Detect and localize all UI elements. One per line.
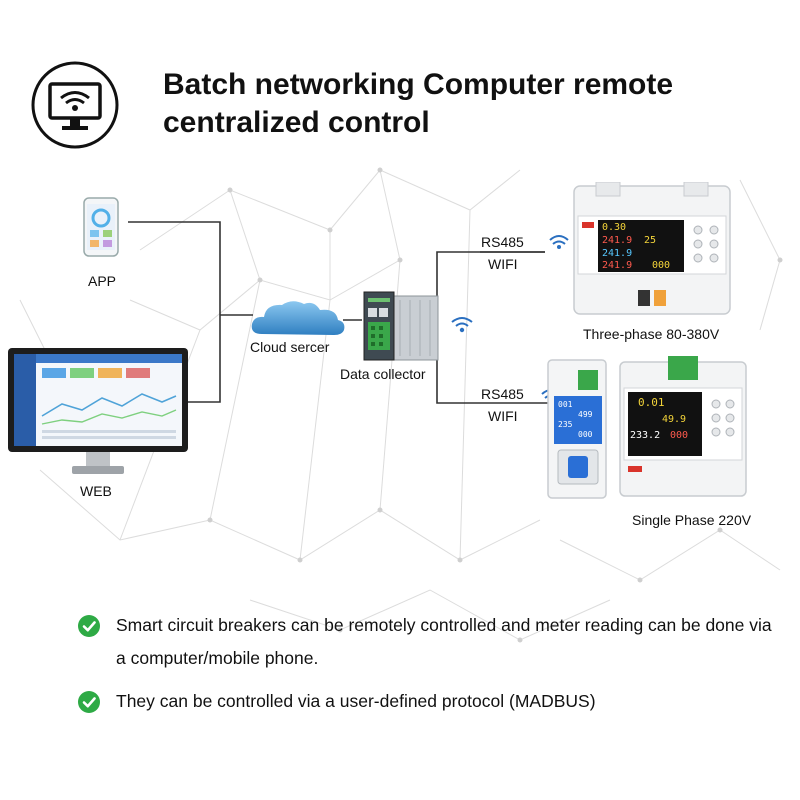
link-top-protocol: RS485 [481, 234, 524, 250]
check-icon [78, 691, 100, 713]
breaker-reading: 235 [558, 420, 573, 429]
wifi-icon [549, 235, 569, 249]
link-top-wireless: WIFI [488, 256, 518, 272]
meter-reading: 25 [644, 235, 657, 246]
single-phase-meter: 0.01 49.9 233.2 000 [616, 356, 750, 502]
breaker-reading: 001 [558, 400, 573, 409]
bullet-text: Smart circuit breakers can be remotely c… [116, 615, 772, 668]
page-title: Batch networking Computer remote central… [163, 68, 674, 139]
meter-reading: 49.9 [662, 414, 687, 425]
meter-reading: 0.01 [638, 396, 665, 409]
meter-reading: 241.9 [602, 260, 633, 271]
link-bottom-wireless: WIFI [488, 408, 518, 424]
desktop-monitor-icon [8, 348, 188, 474]
web-label: WEB [80, 483, 112, 499]
data-collector-icon [363, 291, 439, 361]
app-label: APP [88, 273, 117, 289]
data-collector-label: Data collector [340, 366, 426, 382]
breaker-reading: 499 [578, 410, 593, 419]
meter-reading: 000 [670, 430, 689, 441]
meter-reading: 241.9 [602, 248, 633, 259]
meter-reading: 233.2 [630, 430, 661, 441]
meter-reading: 241.9 [602, 235, 633, 246]
bullet-text: They can be controlled via a user-define… [116, 691, 596, 711]
meter-reading: 0.30 [602, 222, 627, 233]
link-bottom-protocol: RS485 [481, 386, 524, 402]
three-phase-label: Three-phase 80-380V [583, 326, 720, 342]
single-phase-breaker: 001 499 235 000 [542, 356, 614, 502]
meter-reading: 000 [652, 260, 671, 271]
cloud-icon [251, 301, 345, 335]
breaker-reading: 000 [578, 430, 593, 439]
cloud-server-label: Cloud sercer [250, 339, 330, 355]
smartphone-icon [83, 197, 119, 257]
single-phase-label: Single Phase 220V [632, 512, 752, 528]
check-icon [78, 615, 100, 637]
wifi-monitor-icon [31, 61, 119, 149]
three-phase-meter: 0.30 241.9 25 241.9 241.9 000 [568, 182, 736, 318]
wifi-icon [451, 317, 473, 333]
